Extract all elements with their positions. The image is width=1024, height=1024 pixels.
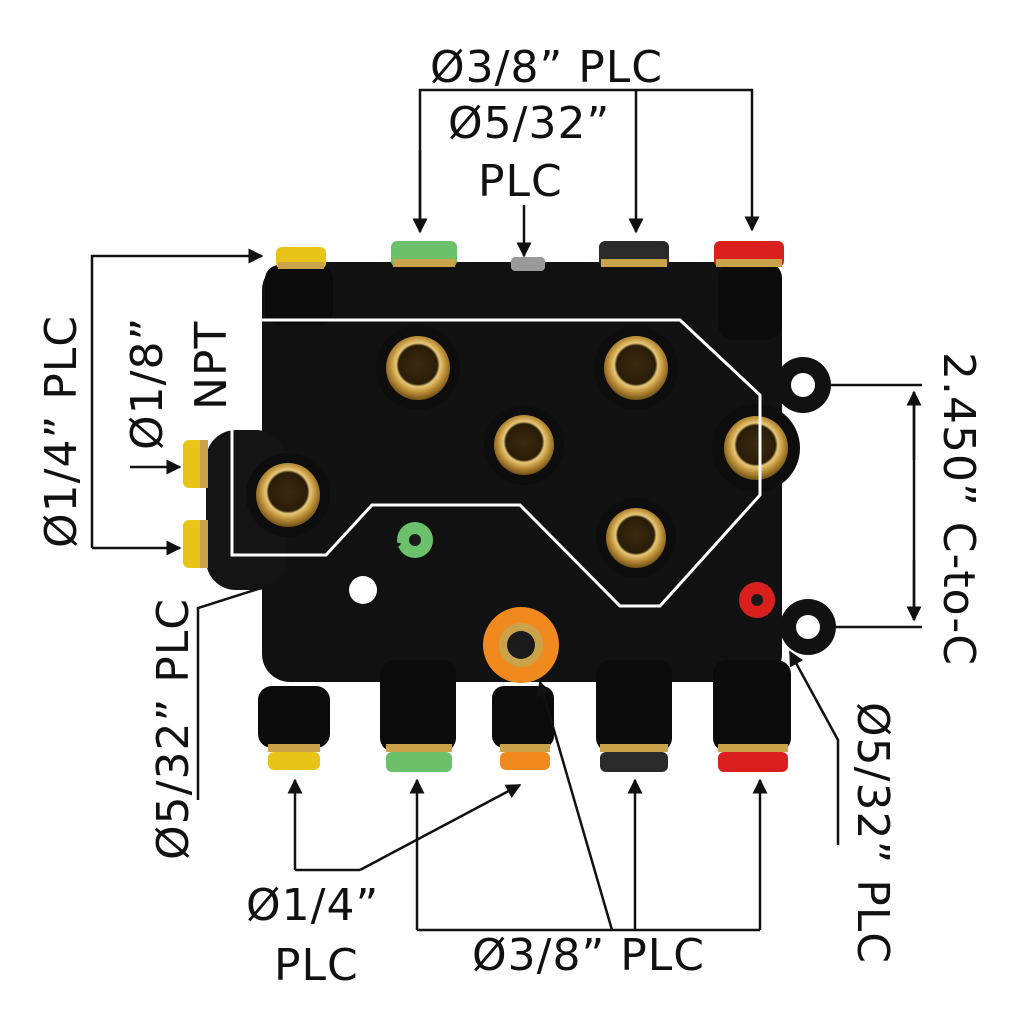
yellow-port-left-upper [183, 440, 205, 488]
orange-port-bottom [500, 752, 550, 770]
label-right-5-32-plc: Ø5/32” PLC [847, 702, 898, 964]
label-top-5-32: Ø5/32” [448, 98, 611, 149]
label-top-3-8-plc: Ø3/8” PLC [430, 42, 663, 93]
face-ports [397, 522, 775, 683]
npt-ports [246, 326, 800, 578]
left-ports [183, 440, 208, 568]
label-left-1-4-plc: Ø1/4” PLC [36, 315, 87, 548]
label-bottom-3-8-plc: Ø3/8” PLC [472, 930, 705, 981]
bottom-ports [268, 744, 788, 772]
label-left-1-8: Ø1/8” [122, 316, 173, 450]
label-right-c-to-c: 2.450” C-to-C [933, 352, 984, 666]
gray-port-top [511, 257, 545, 271]
red-port-bottom [718, 752, 788, 772]
top-ports [276, 241, 784, 271]
leader-lines [90, 88, 922, 932]
green-port-bottom [386, 752, 452, 772]
label-left-npt: NPT [186, 320, 237, 410]
yellow-port-left-lower [183, 520, 205, 568]
label-bottom-1-4-plc: PLC [274, 940, 359, 991]
black-port-bottom [600, 752, 668, 772]
label-bottom-1-4: Ø1/4” [246, 880, 380, 931]
npt-outline [230, 318, 762, 608]
yellow-port-bottom [268, 752, 320, 770]
label-left-5-32-plc: Ø5/32” PLC [148, 598, 199, 860]
label-top-5-32-plc: PLC [478, 156, 563, 207]
